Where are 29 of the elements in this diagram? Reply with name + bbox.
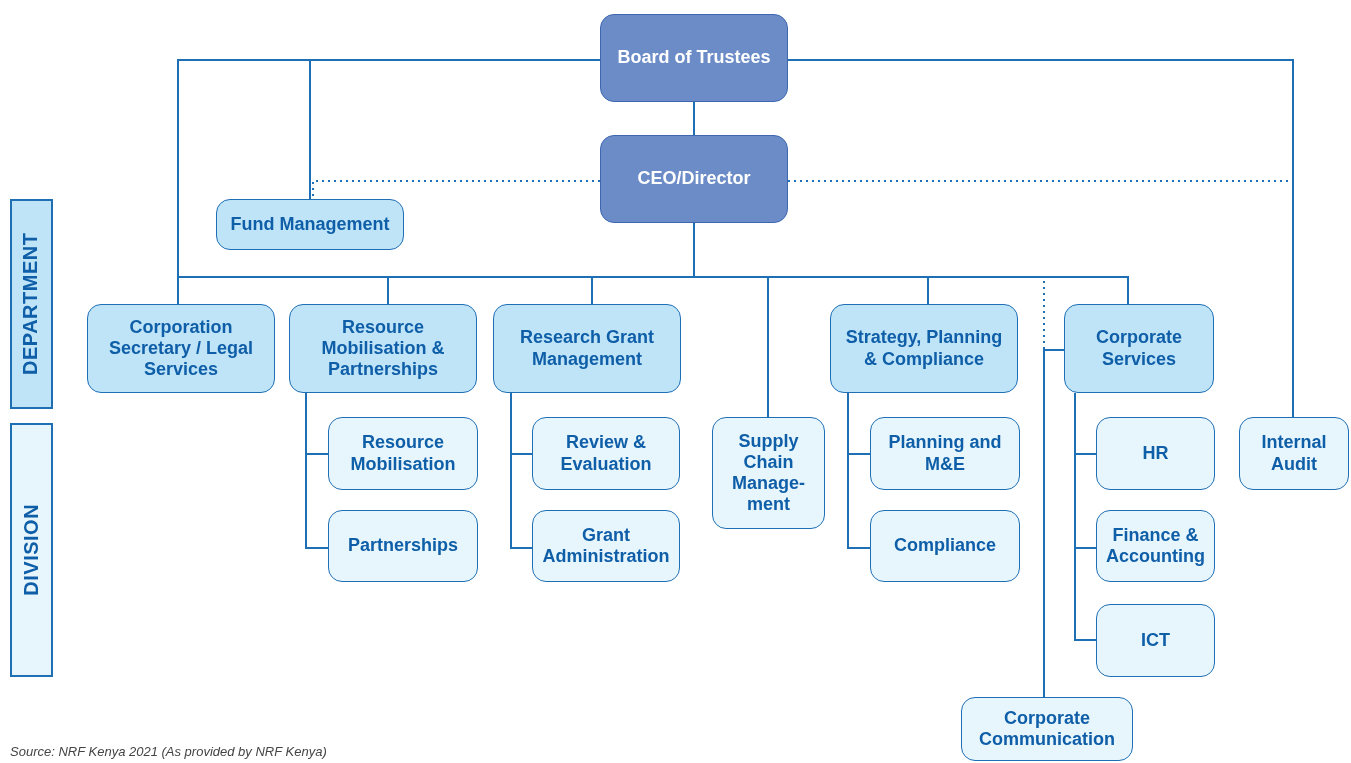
leadership-box: CEO/Director [600,135,788,223]
department-box: Research Grant Management [493,304,681,393]
department-box: Corporate Services [1064,304,1214,393]
department-box: Resource Mobilisation & Partnerships [289,304,477,393]
division-box: Corporate Communication [961,697,1133,761]
leadership-box: Board of Trustees [600,14,788,102]
connector-line [693,101,695,136]
division-box: Partnerships [328,510,478,582]
division-box: Finance & Accounting [1096,510,1215,582]
department-box: Supply Chain Manage-ment [712,417,825,529]
department-box: Corporation Secretary / Legal Services [87,304,275,393]
department-box: Strategy, Planning & Compliance [830,304,1018,393]
division-box: Review & Evaluation [532,417,680,490]
unit-box: Internal Audit [1239,417,1349,490]
division-box: HR [1096,417,1215,490]
level-band: DIVISION [10,423,53,677]
connector-line [305,392,329,549]
division-box: Resource Mobilisation [328,417,478,490]
unit-box: Fund Management [216,199,404,250]
connector-line [1074,392,1097,641]
division-box: Grant Administration [532,510,680,582]
division-box: Planning and M&E [870,417,1020,490]
level-band: DEPARTMENT [10,199,53,409]
source-note: Source: NRF Kenya 2021 (As provided by NRF Kenya) [10,744,327,759]
division-box: Compliance [870,510,1020,582]
connector-line [510,392,533,549]
connector-line [847,392,871,549]
division-box: ICT [1096,604,1215,677]
connector-line [1043,349,1065,698]
